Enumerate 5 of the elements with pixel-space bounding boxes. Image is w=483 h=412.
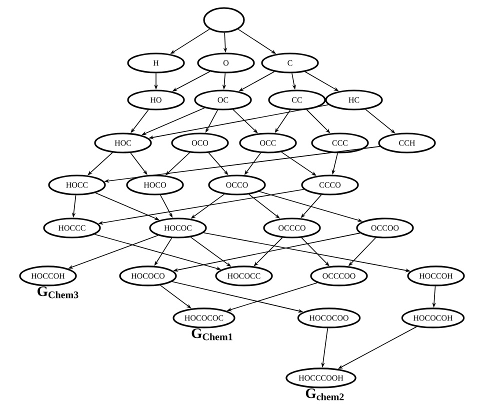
root-ellipse <box>203 7 245 33</box>
arrow <box>88 152 113 176</box>
graph-label: G$_{chem2}$ <box>306 388 344 400</box>
graph-label: G$_{Chem1}$ <box>192 328 232 340</box>
graph-label: G$_{Chem3}$ <box>38 286 78 298</box>
